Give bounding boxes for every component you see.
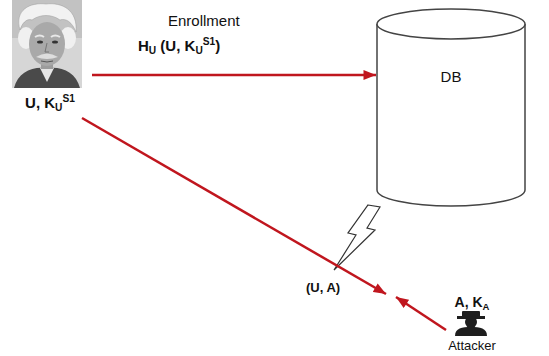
edge-label: Enrollment bbox=[168, 12, 240, 29]
text-run: (U, K bbox=[156, 37, 195, 54]
text-run: A bbox=[483, 301, 490, 312]
attacker-to-point-arrow bbox=[396, 297, 446, 330]
user-to-point-arrow bbox=[82, 118, 386, 294]
text-run: DB bbox=[441, 68, 462, 85]
text-run: Enrollment bbox=[168, 12, 240, 29]
attacker-figure: A, KA Attacker bbox=[422, 293, 522, 354]
text-run: A, K bbox=[455, 294, 483, 310]
text-run: ) bbox=[215, 37, 220, 54]
text-run: U bbox=[55, 102, 62, 113]
lightning-bolt bbox=[334, 205, 380, 270]
attacker-silhouette bbox=[455, 311, 487, 336]
text-run: U bbox=[195, 45, 202, 56]
text-run: S1 bbox=[203, 36, 215, 47]
user-keys: U, KUS1 bbox=[25, 90, 75, 116]
text-run: U, K bbox=[25, 94, 55, 111]
cylinder-outline bbox=[376, 8, 526, 206]
database-name: DB bbox=[441, 68, 462, 85]
portrait-photo bbox=[12, 0, 82, 88]
cylinder-top bbox=[377, 9, 525, 39]
text-run: (U, A) bbox=[306, 280, 340, 295]
flow-arrow bbox=[92, 74, 376, 77]
text-run: Attacker bbox=[448, 338, 496, 353]
cylinder-body bbox=[377, 24, 525, 206]
pair-label: (U, A) bbox=[306, 280, 340, 295]
attacker-keys: A, KA bbox=[455, 294, 490, 315]
text-run: S1 bbox=[62, 93, 74, 104]
text-run: U bbox=[149, 45, 156, 56]
attacker-name: Attacker bbox=[448, 338, 496, 353]
hash-formula: HU (U, KUS1) bbox=[138, 36, 220, 56]
database-cylinder: DB bbox=[376, 8, 526, 206]
user-figure: U, KUS1 bbox=[8, 0, 92, 112]
text-run: H bbox=[138, 37, 149, 54]
